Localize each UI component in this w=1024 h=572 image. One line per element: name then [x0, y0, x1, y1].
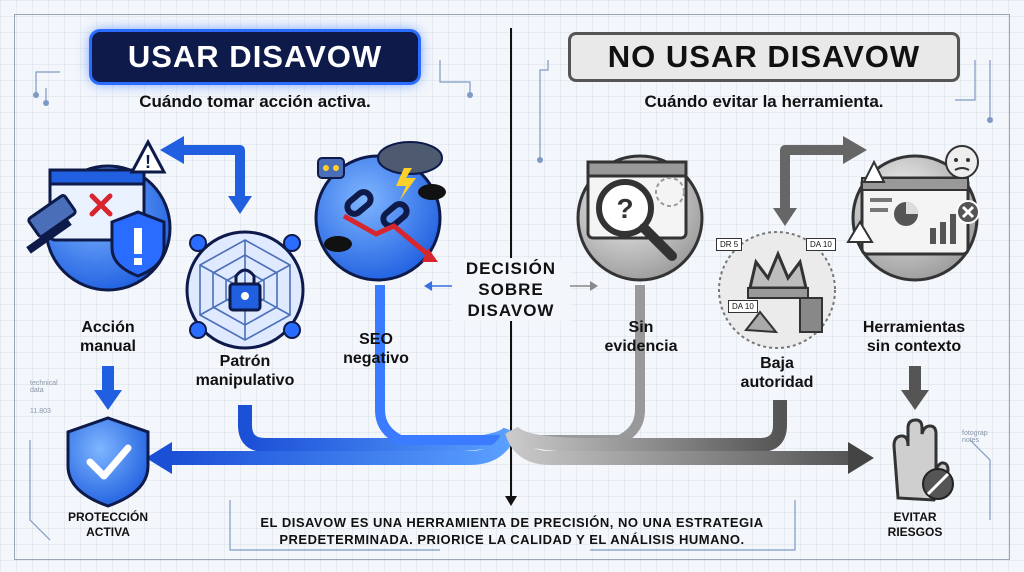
- svg-text:!: !: [145, 152, 151, 172]
- loop-arrow-left: [178, 145, 245, 200]
- badge-da-1: DA 10: [806, 238, 836, 251]
- outer-frame: [14, 14, 1010, 560]
- stop-hand-icon: [892, 418, 954, 502]
- circuit-lines: [29, 60, 991, 551]
- annotation-technical: technical data: [30, 380, 58, 394]
- robot-broken-chain-icon: [314, 141, 446, 282]
- flow-arrow-right: [505, 429, 850, 465]
- use-disavow-subtitle: Cuándo tomar acción activa.: [139, 92, 371, 111]
- label-negative-seo: SEO negativo: [343, 331, 409, 367]
- footer-note: EL DISAVOW ES UNA HERRAMIENTA DE PRECISI…: [260, 515, 764, 547]
- no-use-disavow-title: NO USAR DISAVOW: [568, 32, 960, 82]
- crown-low-authority-icon: [718, 231, 836, 349]
- magnifier-question-icon: ?: [576, 154, 704, 282]
- label-manual-action: Acción manual: [79, 319, 136, 355]
- outcome-avoid-risks: EVITAR RIESGOS: [887, 510, 943, 539]
- label-manipulative-pattern: Patrón manipulativo: [195, 353, 295, 389]
- annotation-notes: fotograp notes: [962, 430, 988, 444]
- down-arrow-protect: [94, 390, 122, 410]
- center-decision-label: DECISIÓN SOBRE DISAVOW: [452, 258, 570, 321]
- dashboard-tool-icon: [846, 145, 980, 282]
- down-arrow-avoid: [901, 390, 929, 410]
- divider-arrowhead: [505, 496, 517, 506]
- annotation-code: 11.803: [30, 408, 51, 415]
- loop-arrow-right: [780, 145, 845, 212]
- shield-check-icon: [66, 416, 150, 508]
- svg-text:?: ?: [616, 193, 633, 224]
- label-low-authority: Baja autoridad: [740, 355, 814, 391]
- label-tools-no-context: Herramientas sin contexto: [862, 319, 966, 355]
- use-disavow-title: USAR DISAVOW: [92, 32, 418, 82]
- label-no-evidence: Sin evidencia: [604, 319, 678, 355]
- chain-lock-web-icon: [185, 230, 305, 350]
- shield-alert-icon: [110, 210, 166, 278]
- outcome-active-protection: PROTECCIÓN ACTIVA: [67, 510, 148, 539]
- no-use-disavow-subtitle: Cuándo evitar la herramienta.: [644, 92, 884, 111]
- badge-dr: DR 5: [716, 238, 743, 251]
- badge-da-2: DA 10: [728, 300, 758, 313]
